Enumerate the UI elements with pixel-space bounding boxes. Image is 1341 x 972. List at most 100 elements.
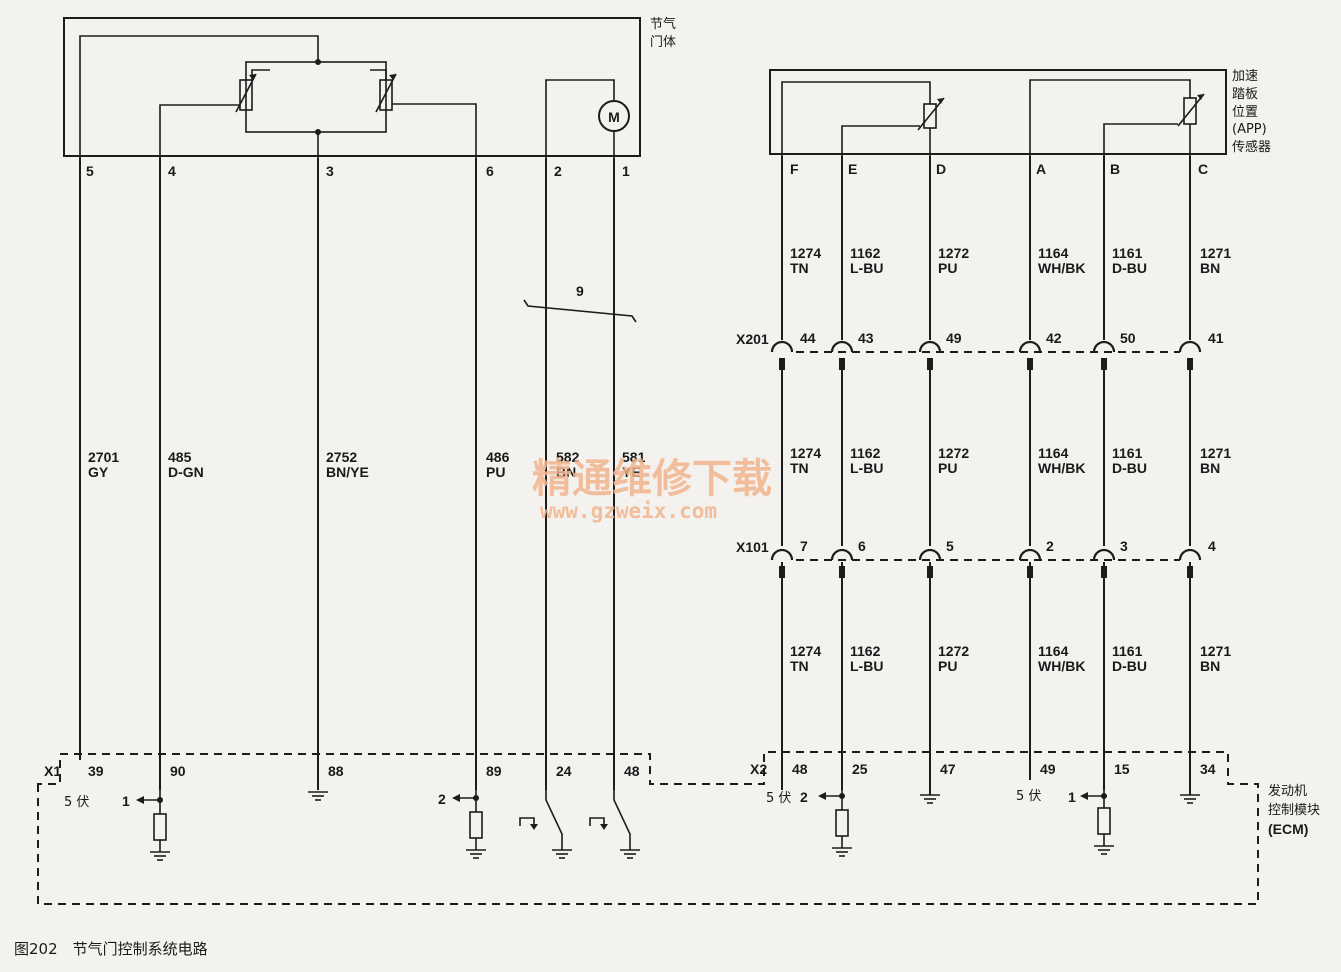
marker-1a: 1 (122, 793, 130, 809)
ground-icon (466, 849, 486, 859)
connector-x201: X201 44 43 49 42 50 41 (736, 330, 1224, 370)
ecm-pin-47: 47 (940, 761, 956, 777)
ecm-pin-48-x2: 48 (792, 761, 808, 777)
wire-1161-number-2: 1161 (1112, 445, 1143, 461)
ground-icon (832, 847, 852, 857)
wire-1271-color-3: BN (1200, 658, 1220, 674)
ecm-resistor-1-icon (153, 813, 167, 841)
ecm-pin-90: 90 (170, 763, 186, 779)
wire-1161-color-3: D-BU (1112, 658, 1147, 674)
right-wires (781, 156, 1191, 795)
wire-1274-color-3: TN (790, 658, 809, 674)
x101-pin-7: 7 (800, 538, 808, 554)
wire-1271-number-1: 1271 (1200, 245, 1231, 261)
wire-582-number: 582 (556, 449, 580, 465)
app-pin-b: B (1110, 161, 1120, 177)
wire-2752-number: 2752 (326, 449, 357, 465)
ecm-resistor-3-icon (835, 809, 849, 837)
x201-pin-50: 50 (1120, 330, 1136, 346)
app-label-5: 传感器 (1232, 139, 1271, 155)
tb-pin-5: 5 (86, 163, 94, 179)
x101-label: X101 (736, 539, 769, 555)
wire-1274-number-3: 1274 (790, 643, 821, 659)
wire-1271-color-2: BN (1200, 460, 1220, 476)
x1-label: X1 (44, 763, 61, 779)
ground-icon (150, 851, 170, 861)
wire-1164-number-2: 1164 (1038, 445, 1069, 461)
ecm-box (37, 751, 1259, 905)
wire-1164-number-1: 1164 (1038, 245, 1069, 261)
wire-1162-color-3: L-BU (850, 658, 883, 674)
x201-pin-42: 42 (1046, 330, 1062, 346)
throttle-body-label-2: 门体 (650, 35, 676, 50)
wire-1164-color-3: WH/BK (1038, 658, 1085, 674)
ecm-pin-89: 89 (486, 763, 502, 779)
app-pin-f: F (790, 161, 799, 177)
right-wire-labels-lower: 1274 TN 1162 L-BU 1272 PU 1164 WH/BK 116… (790, 643, 1231, 674)
wire-581-color: YE (622, 464, 641, 480)
throttle-body-pins: 5 4 3 6 2 1 (86, 163, 630, 179)
wire-1162-number-1: 1162 (850, 245, 881, 261)
watermark: 精通维修下载 www.gzweix.com (532, 456, 772, 523)
x101-pin-6: 6 (858, 538, 866, 554)
throttle-body-component: 节气 门体 M (63, 16, 676, 158)
wire-1274-color-2: TN (790, 460, 809, 476)
ground-icon (620, 849, 640, 859)
ecm-label-2: 控制模块 (1268, 803, 1320, 818)
x2-label: X2 (750, 761, 767, 777)
x101-pin-5: 5 (946, 538, 954, 554)
wire-485-number: 485 (168, 449, 192, 465)
wire-2701-number: 2701 (88, 449, 119, 465)
ecm-pin-48-x1: 48 (624, 763, 640, 779)
wire-1272-color-2: PU (938, 460, 957, 476)
tb-pin-4: 4 (168, 163, 176, 179)
x201-label: X201 (736, 331, 769, 347)
twisted-pair-marker: 9 (523, 283, 637, 323)
ground-icon (308, 791, 328, 801)
x201-pin-49: 49 (946, 330, 962, 346)
wire-1162-color-2: L-BU (850, 460, 883, 476)
ecm-component: 发动机 控制模块 (ECM) X1 X2 39 90 88 89 24 48 4… (37, 751, 1320, 905)
wire-1274-color-1: TN (790, 260, 809, 276)
wire-1272-color-3: PU (938, 658, 957, 674)
figure-caption: 图202 节气门控制系统电路 (14, 940, 208, 958)
wire-1164-color-2: WH/BK (1038, 460, 1085, 476)
wire-1161-color-2: D-BU (1112, 460, 1147, 476)
tb-pin-1: 1 (622, 163, 630, 179)
left-wire-labels: 2701 GY 485 D-GN 2752 BN/YE 486 PU 582 B… (88, 449, 646, 480)
wire-1272-number-2: 1272 (938, 445, 969, 461)
ecm-pin-39: 39 (88, 763, 104, 779)
wire-486-color: PU (486, 464, 505, 480)
wire-486-number: 486 (486, 449, 510, 465)
app-label-1: 加速 (1232, 69, 1258, 84)
wire-1162-color-1: L-BU (850, 260, 883, 276)
wire-1271-number-3: 1271 (1200, 643, 1231, 659)
right-wire-labels-middle: 1274 TN 1162 L-BU 1272 PU 1164 WH/BK 116… (790, 445, 1231, 476)
ecm-pin-88: 88 (328, 763, 344, 779)
app-label-2: 踏板 (1232, 87, 1258, 102)
wire-1161-number-3: 1161 (1112, 643, 1143, 659)
watermark-line-1: 精通维修下载 (532, 456, 772, 502)
potentiometer-1-icon (239, 79, 253, 111)
x101-pin-3: 3 (1120, 538, 1128, 554)
ground-icon (1094, 845, 1114, 855)
wire-1162-number-3: 1162 (850, 643, 881, 659)
motor-symbol: M (608, 109, 620, 125)
ground-icon (1180, 794, 1200, 804)
app-sensor-component: 加速 踏板 位置 (APP) 传感器 (769, 69, 1271, 156)
five-volt-left: 5 伏 (64, 795, 89, 810)
marker-2a: 2 (438, 791, 446, 807)
wire-1164-number-3: 1164 (1038, 643, 1069, 659)
tb-pin-3: 3 (326, 163, 334, 179)
wire-485-color: D-GN (168, 464, 204, 480)
wire-1272-number-1: 1272 (938, 245, 969, 261)
x101-pin-2: 2 (1046, 538, 1054, 554)
x201-pin-41: 41 (1208, 330, 1224, 346)
five-volt-right-1: 5 伏 (766, 791, 791, 806)
app-pin-d: D (936, 161, 946, 177)
x201-pin-43: 43 (858, 330, 874, 346)
ecm-pin-15: 15 (1114, 761, 1130, 777)
app-label-4: (APP) (1232, 122, 1267, 137)
app-pin-c: C (1198, 161, 1208, 177)
